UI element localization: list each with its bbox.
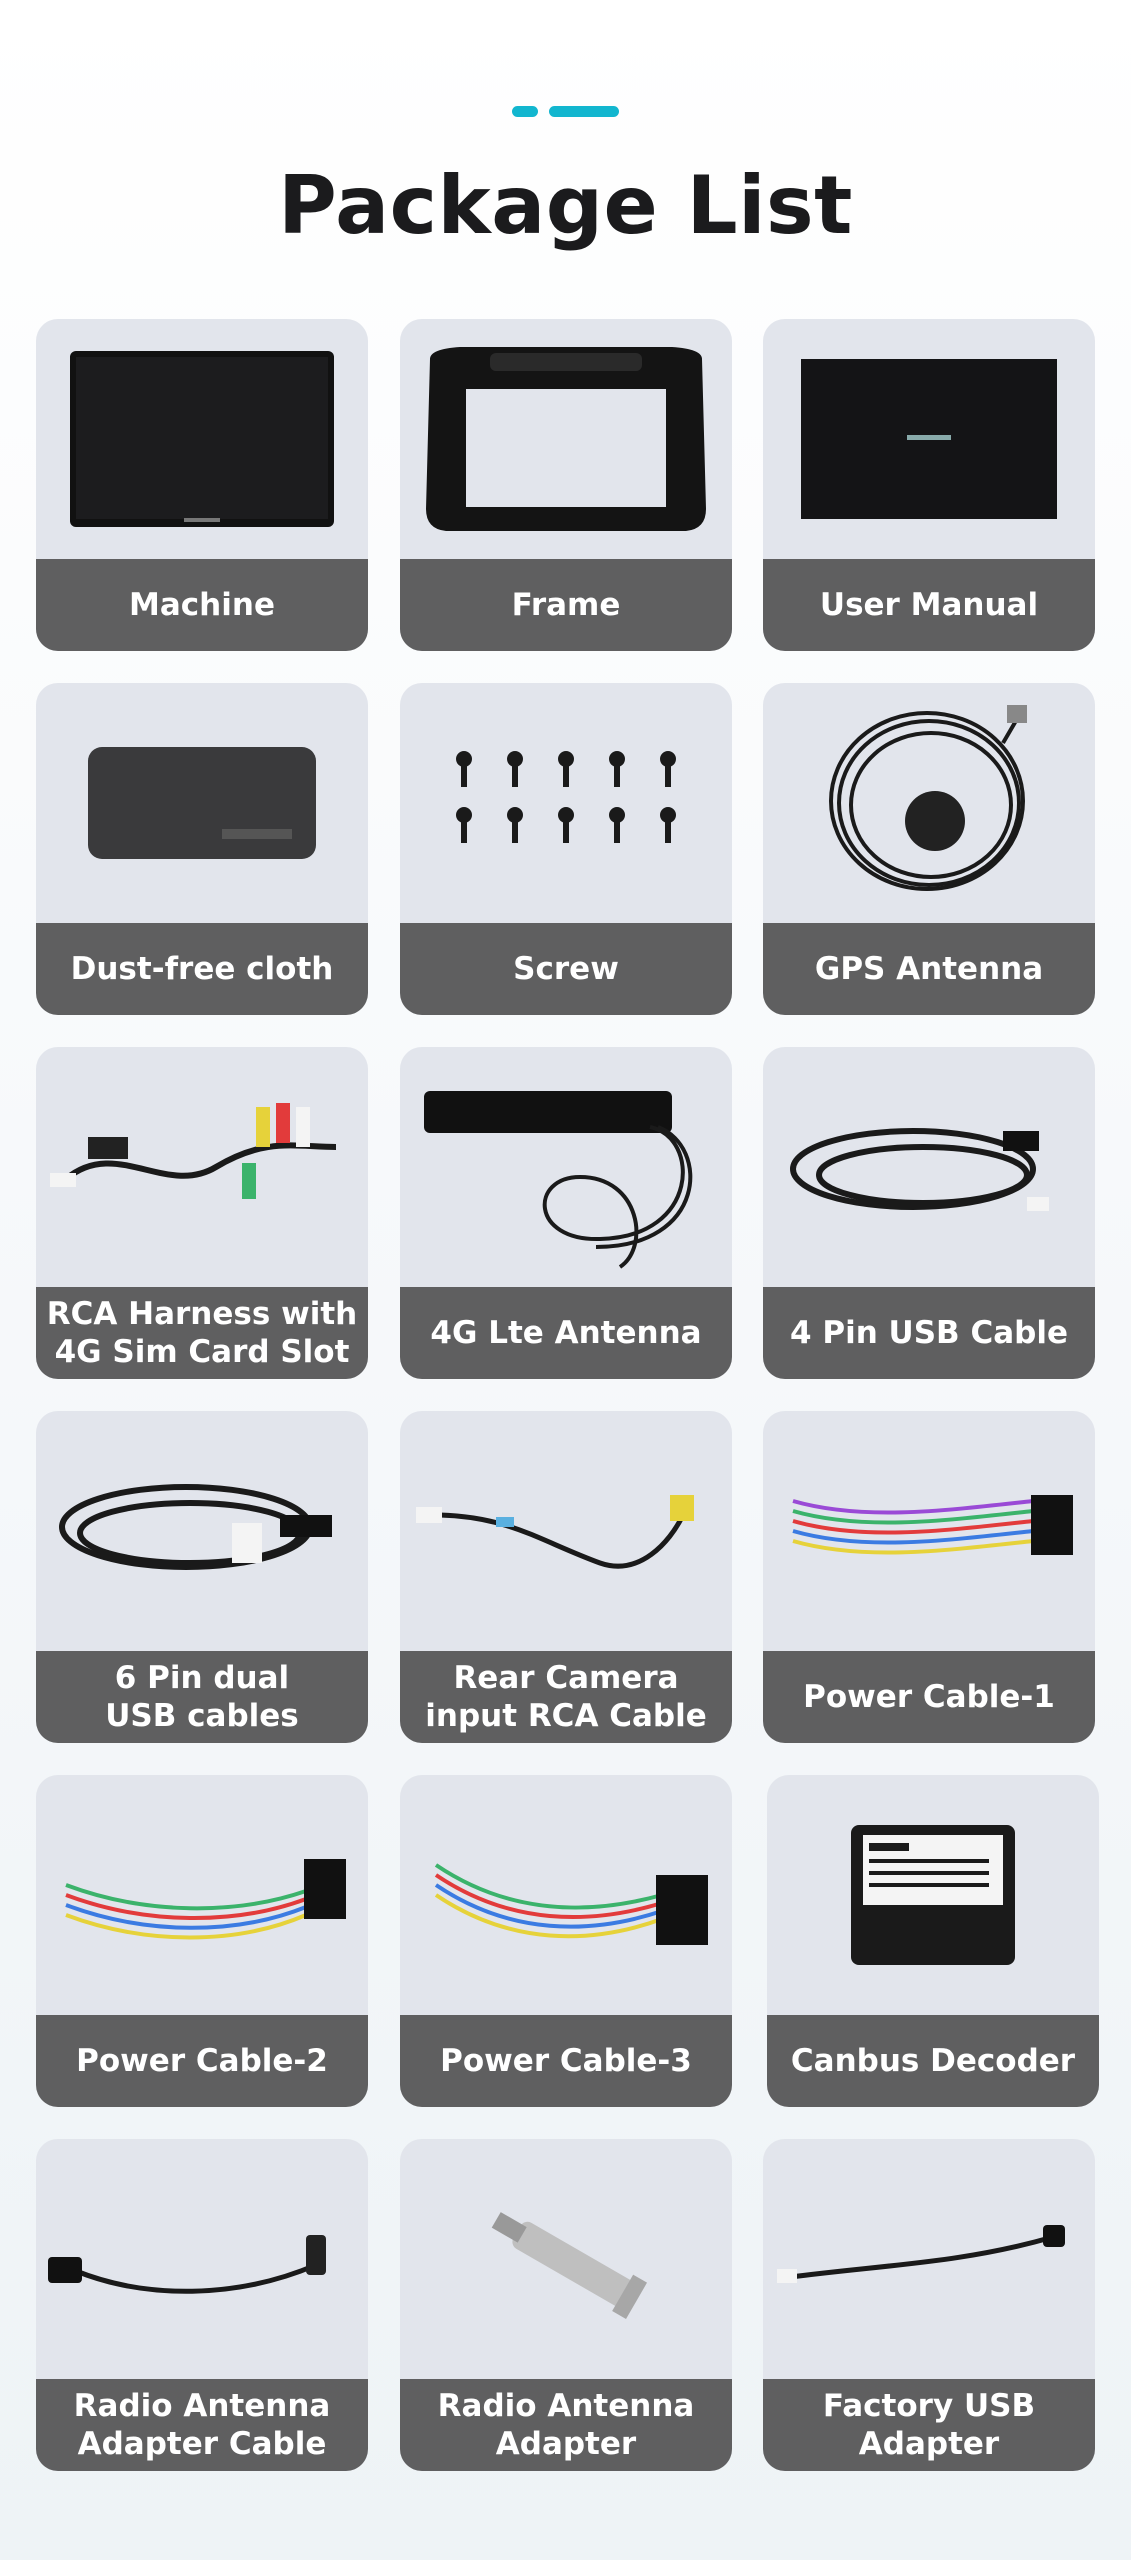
antenna-adapter-icon — [400, 2139, 732, 2379]
rca-harness-icon — [36, 1047, 368, 1287]
package-item: Power Cable-1 — [763, 1411, 1095, 1743]
item-label: Power Cable-2 — [36, 2015, 368, 2107]
screw-icon — [400, 683, 732, 923]
item-label: Machine — [36, 559, 368, 651]
rca-cable-icon — [400, 1411, 732, 1651]
package-item: Screw — [400, 683, 732, 1015]
item-label: RCA Harness with 4G Sim Card Slot — [36, 1287, 368, 1379]
package-item: 4 Pin USB Cable — [763, 1047, 1095, 1379]
screen-icon — [36, 319, 368, 559]
package-item: Radio Antenna Adapter Cable — [36, 2139, 368, 2471]
manual-icon — [763, 319, 1095, 559]
package-item: 6 Pin dual USB cables — [36, 1411, 368, 1743]
antenna-cable-icon — [36, 2139, 368, 2379]
item-label: Power Cable-3 — [400, 2015, 732, 2107]
item-label: GPS Antenna — [763, 923, 1095, 1015]
factory-usb-icon — [763, 2139, 1095, 2379]
page-title: Package List — [278, 159, 853, 252]
gps-antenna-icon — [763, 683, 1095, 923]
package-item: GPS Antenna — [763, 683, 1095, 1015]
package-item: Dust-free cloth — [36, 683, 368, 1015]
package-item: Rear Camera input RCA Cable — [400, 1411, 732, 1743]
package-item: Frame — [400, 319, 732, 651]
item-label: 4 Pin USB Cable — [763, 1287, 1095, 1379]
dual-usb-icon — [36, 1411, 368, 1651]
package-item: Power Cable-3 — [400, 1775, 732, 2107]
item-label: Rear Camera input RCA Cable — [400, 1651, 732, 1743]
lte-antenna-icon — [400, 1047, 732, 1287]
usb-cable-icon — [763, 1047, 1095, 1287]
power-cable-icon — [36, 1775, 368, 2015]
package-item: Factory USB Adapter — [763, 2139, 1095, 2471]
item-label: Radio Antenna Adapter — [400, 2379, 732, 2471]
decoder-icon — [767, 1775, 1099, 2015]
package-item: User Manual — [763, 319, 1095, 651]
package-item: Canbus Decoder — [767, 1775, 1099, 2107]
item-label: Canbus Decoder — [767, 2015, 1099, 2107]
accent-dash-icon — [549, 106, 619, 117]
item-label: Factory USB Adapter — [763, 2379, 1095, 2471]
item-label: Dust-free cloth — [36, 923, 368, 1015]
power-cable-icon — [763, 1411, 1095, 1651]
cloth-icon — [36, 683, 368, 923]
package-item: Machine — [36, 319, 368, 651]
package-item: 4G Lte Antenna — [400, 1047, 732, 1379]
item-label: Screw — [400, 923, 732, 1015]
item-label: Radio Antenna Adapter Cable — [36, 2379, 368, 2471]
package-item: Power Cable-2 — [36, 1775, 368, 2107]
page-header: Package List — [0, 0, 1131, 300]
item-label: Power Cable-1 — [763, 1651, 1095, 1743]
accent-dash-icon — [512, 106, 538, 117]
frame-icon — [400, 319, 732, 559]
item-label: User Manual — [763, 559, 1095, 651]
power-cable-icon — [400, 1775, 732, 2015]
item-label: 4G Lte Antenna — [400, 1287, 732, 1379]
item-label: 6 Pin dual USB cables — [36, 1651, 368, 1743]
package-item: Radio Antenna Adapter — [400, 2139, 732, 2471]
item-label: Frame — [400, 559, 732, 651]
package-item: RCA Harness with 4G Sim Card Slot — [36, 1047, 368, 1379]
